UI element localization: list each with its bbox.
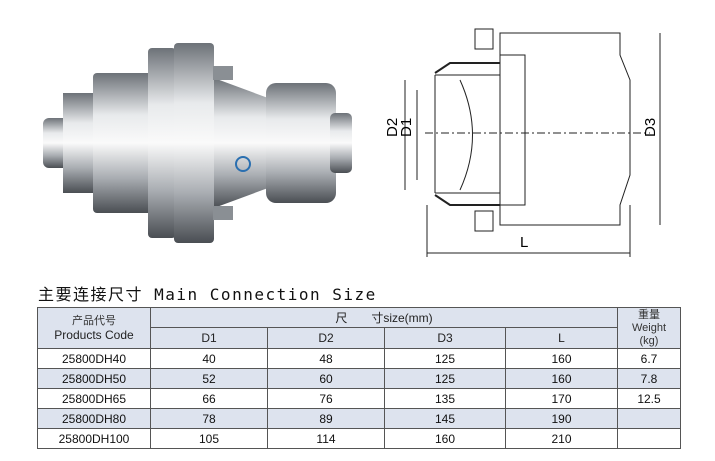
cell-d2: 48 (267, 348, 385, 369)
cell-d2: 60 (267, 368, 385, 389)
cell-d2: 89 (267, 408, 385, 429)
header-d2: D2 (267, 327, 385, 349)
cell-weight (617, 428, 681, 449)
cell-d1: 78 (150, 408, 268, 429)
cell-d3: 125 (384, 368, 506, 389)
cell-code: 25800DH40 (37, 348, 151, 369)
cell-d3: 125 (384, 348, 506, 369)
label-d1: D1 (398, 118, 415, 137)
cell-l: 210 (505, 428, 618, 449)
technical-drawing: D2 D1 D3 L (384, 28, 661, 257)
cell-d3: 145 (384, 408, 506, 429)
cell-weight: 6.7 (617, 348, 681, 369)
label-l: L (520, 234, 528, 251)
cell-l: 190 (505, 408, 618, 429)
cell-d1: 66 (150, 388, 268, 409)
cell-d1: 52 (150, 368, 268, 389)
cell-code: 25800DH100 (37, 428, 151, 449)
cell-l: 160 (505, 348, 618, 369)
cell-d1: 105 (150, 428, 268, 449)
cell-code: 25800DH80 (37, 408, 151, 429)
cell-code: 25800DH50 (37, 368, 151, 389)
cell-weight: 12.5 (617, 388, 681, 409)
header-d3: D3 (384, 327, 506, 349)
cell-d1: 40 (150, 348, 268, 369)
header-d1: D1 (150, 327, 268, 349)
coupling-photo (43, 43, 352, 243)
label-d3: D3 (642, 118, 659, 137)
header-l: L (505, 327, 618, 349)
cell-weight (617, 408, 681, 429)
cell-l: 160 (505, 368, 618, 389)
cell-d3: 160 (384, 428, 506, 449)
cell-code: 25800DH65 (37, 388, 151, 409)
cell-d2: 76 (267, 388, 385, 409)
section-title: 主要连接尺寸 Main Connection Size (38, 285, 377, 304)
cell-d3: 135 (384, 388, 506, 409)
header-size: 尺 寸size(mm) (150, 307, 618, 328)
label-d2: D2 (384, 118, 401, 137)
cell-weight: 7.8 (617, 368, 681, 389)
cell-d2: 114 (267, 428, 385, 449)
cell-l: 170 (505, 388, 618, 409)
